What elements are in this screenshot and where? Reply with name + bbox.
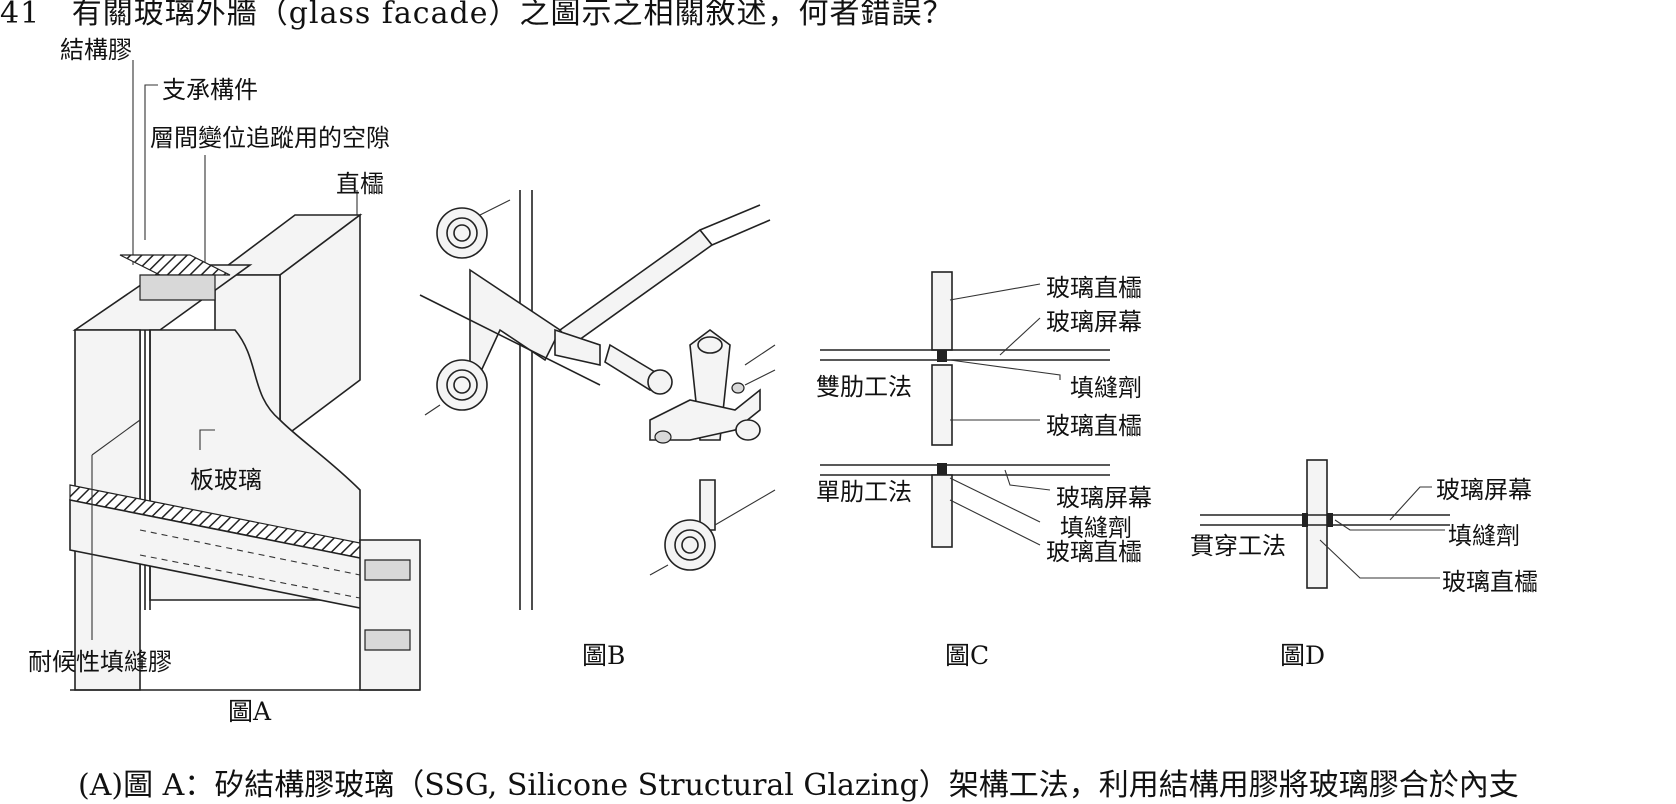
label-mullion: 直櫺 — [336, 170, 384, 198]
caption-figure-c: 圖C — [945, 641, 990, 670]
clevis — [554, 328, 601, 366]
point-fixing-lower — [649, 489, 776, 576]
option-a: (A)圖 A：矽結構膠玻璃（SSG, Silicone Structural G… — [78, 768, 1519, 803]
label-c-glass-screen-top: 玻璃屏幕 — [1046, 308, 1142, 336]
figure-d-drawing — [1200, 459, 1450, 589]
question-line: 41 有關玻璃外牆（glass facade）之圖示之相關敘述，何者錯誤？ — [0, 0, 953, 32]
label-structural-sealant: 結構膠 — [60, 36, 132, 64]
through-fin — [1306, 459, 1328, 589]
figure-c-drawing — [820, 271, 1110, 548]
label-interstory-gap: 層間變位追蹤用的空隙 — [150, 124, 390, 152]
label-support-member: 支承構件 — [162, 76, 258, 104]
question-number: 41 — [0, 0, 41, 31]
point-fixing-top — [436, 199, 511, 259]
label-plate-glass: 板玻璃 — [190, 466, 262, 494]
double-fin-upper — [931, 271, 953, 351]
double-fin-lower — [931, 364, 953, 446]
label-c-glass-fin-mid: 玻璃直櫺 — [1046, 412, 1142, 440]
label-through-method: 貫穿工法 — [1190, 532, 1286, 560]
tension-rod — [558, 228, 714, 347]
label-double-fin-method: 雙肋工法 — [816, 373, 912, 401]
label-c-glass-fin-bottom: 玻璃直櫺 — [1046, 538, 1142, 566]
figure-a-drawing — [69, 60, 421, 691]
label-c-sealant-top: 填縫劑 — [1070, 374, 1142, 402]
single-fin — [931, 474, 953, 548]
point-fixing-bottom — [424, 359, 488, 416]
leader-support-member — [144, 84, 158, 240]
caption-figure-d: 圖D — [1280, 641, 1326, 670]
label-c-glass-screen-bottom: 玻璃屏幕 — [1056, 484, 1152, 512]
caption-figure-b: 圖B — [582, 641, 626, 670]
question-text: 有關玻璃外牆（glass facade）之圖示之相關敘述，何者錯誤？ — [71, 0, 954, 31]
label-c-sealant-bottom: 填縫劑 — [1060, 514, 1132, 542]
label-c-glass-fin-top: 玻璃直櫺 — [1046, 274, 1142, 302]
figure-b-drawing — [419, 190, 776, 610]
label-weather-sealant: 耐候性填縫膠 — [28, 648, 172, 676]
label-d-glass-screen: 玻璃屏幕 — [1436, 476, 1532, 504]
label-d-glass-fin: 玻璃直櫺 — [1442, 568, 1538, 596]
caption-figure-a: 圖A — [228, 697, 272, 726]
label-d-sealant: 填縫劑 — [1448, 522, 1520, 550]
label-single-fin-method: 單肋工法 — [816, 478, 912, 506]
